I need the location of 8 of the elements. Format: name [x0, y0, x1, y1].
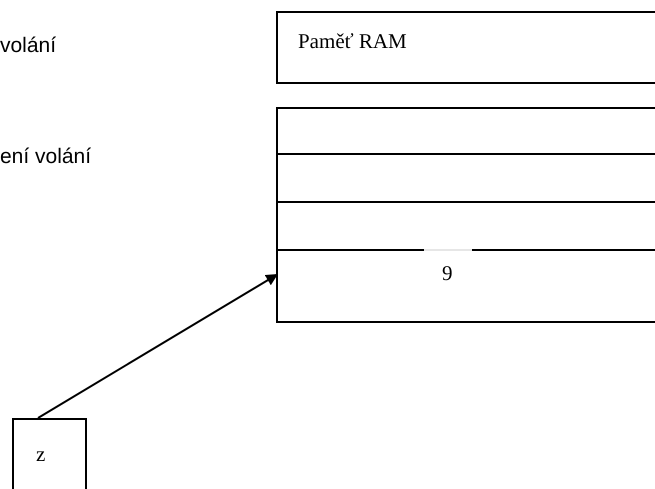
heading: Paměť RAM — [298, 29, 407, 54]
label-text: volání — [0, 34, 56, 58]
cell-value: 9 — [442, 261, 452, 286]
memory-stack — [276, 107, 655, 323]
variable-box — [12, 418, 87, 489]
title-box — [276, 11, 655, 84]
label-text: ení volání — [0, 145, 92, 169]
variable-name: z — [36, 442, 46, 467]
